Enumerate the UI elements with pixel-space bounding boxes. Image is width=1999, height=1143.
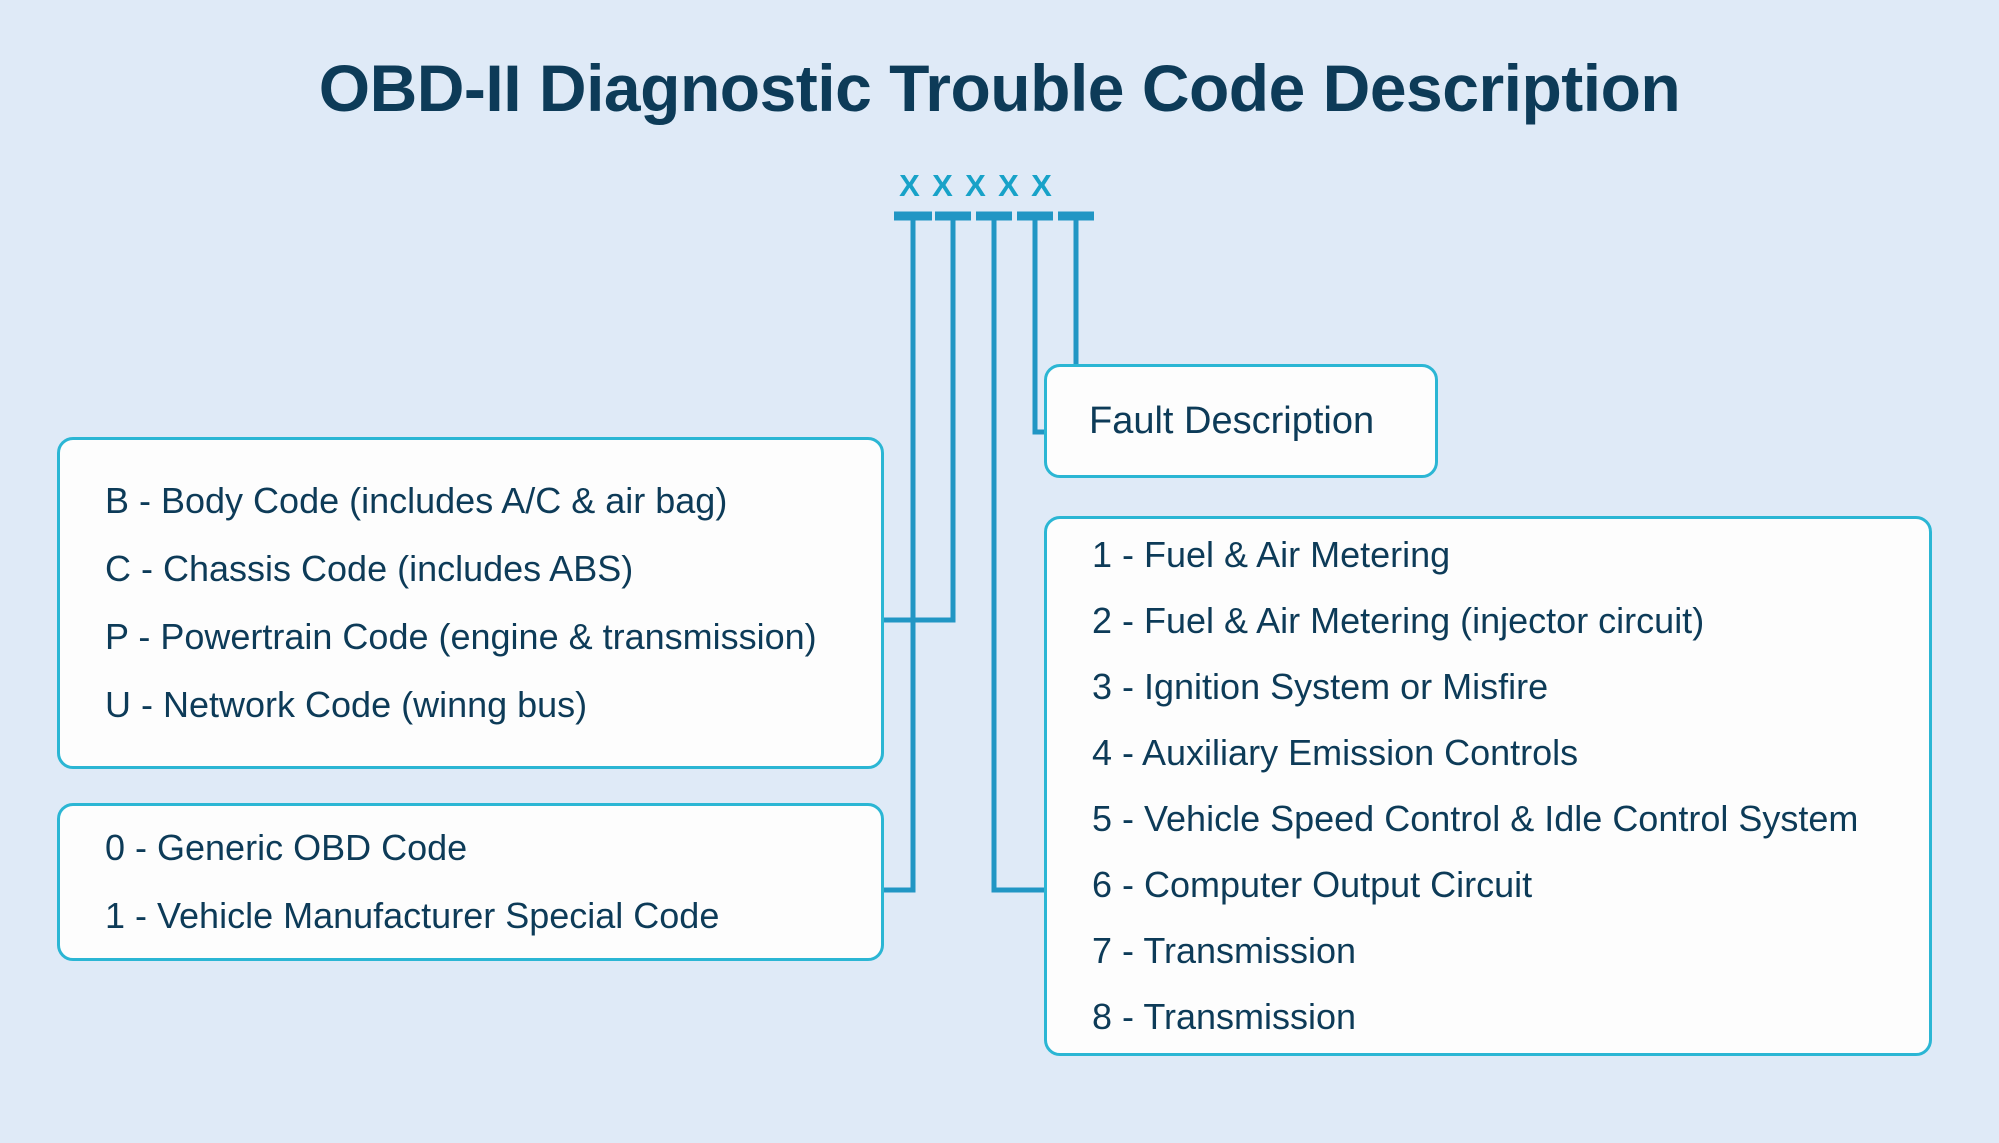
- code-line-manufacturer: 1 - Vehicle Manufacturer Special Code: [105, 895, 720, 936]
- code-char-3: X: [965, 168, 986, 203]
- third-character-subsystem-box: 1 - Fuel & Air Metering 2 - Fuel & Air M…: [1044, 516, 1932, 1056]
- fault-description-box: Fault Description: [1044, 364, 1438, 478]
- page-title: OBD-II Diagnostic Trouble Code Descripti…: [318, 51, 1681, 125]
- second-character-code-box: 0 - Generic OBD Code 1 - Vehicle Manufac…: [57, 803, 884, 961]
- subsystem-line-8: 8 - Transmission: [1092, 996, 1357, 1037]
- code-char-5: X: [1031, 168, 1052, 203]
- connector-char4-to-fault-box: [1032, 216, 1044, 435]
- fault-description-label: Fault Description: [1089, 400, 1375, 442]
- connector-char3-to-subsystem-box: [991, 216, 1044, 893]
- connector-char2-to-letters-box: [884, 216, 956, 623]
- code-placeholder-row: X X X X X: [893, 170, 1058, 201]
- connector-char1-to-generic-box: [884, 216, 916, 893]
- subsystem-line-7: 7 - Transmission: [1092, 930, 1357, 971]
- code-char-2: X: [932, 168, 953, 203]
- code-char-4: X: [998, 168, 1019, 203]
- code-line-chassis: C - Chassis Code (includes ABS): [105, 548, 634, 589]
- code-line-powertrain: P - Powertrain Code (engine & transmissi…: [105, 616, 817, 657]
- subsystem-line-5: 5 - Vehicle Speed Control & Idle Control…: [1092, 798, 1859, 839]
- subsystem-line-4: 4 - Auxiliary Emission Controls: [1092, 732, 1579, 773]
- code-char-1: X: [899, 168, 920, 203]
- code-line-body: B - Body Code (includes A/C & air bag): [105, 480, 728, 521]
- code-line-network: U - Network Code (winng bus): [105, 684, 588, 725]
- subsystem-line-2: 2 - Fuel & Air Metering (injector circui…: [1092, 600, 1705, 641]
- code-line-generic: 0 - Generic OBD Code: [105, 827, 468, 868]
- first-character-code-box: B - Body Code (includes A/C & air bag) C…: [57, 437, 884, 769]
- subsystem-line-1: 1 - Fuel & Air Metering: [1092, 534, 1451, 575]
- subsystem-line-3: 3 - Ignition System or Misfire: [1092, 666, 1549, 707]
- subsystem-line-6: 6 - Computer Output Circuit: [1092, 864, 1533, 905]
